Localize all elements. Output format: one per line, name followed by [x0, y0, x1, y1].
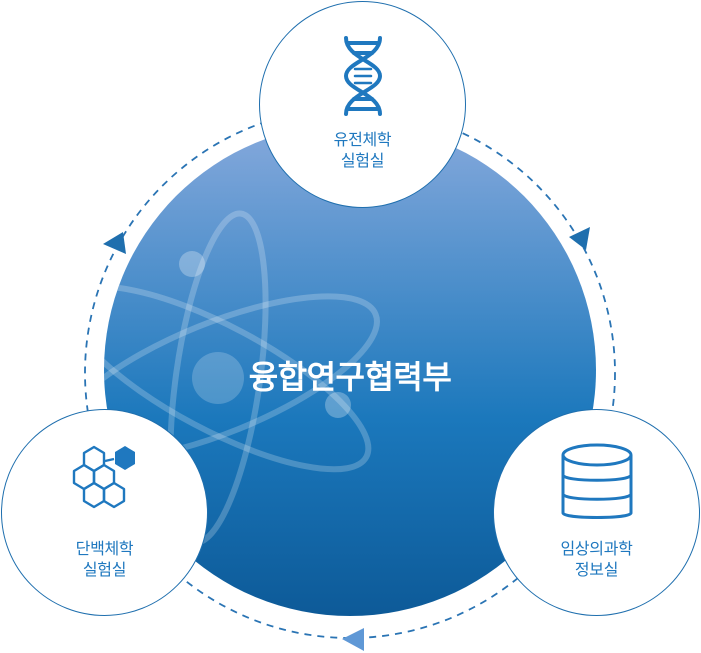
hexagon-molecule-icon	[72, 445, 135, 509]
arrow-bottom-icon	[342, 628, 364, 651]
genetics-lab-label: 유전체학 실험실	[333, 130, 392, 170]
proteomics-lab-label: 단백체학 실험실	[75, 539, 134, 579]
database-icon	[561, 443, 632, 519]
clinical-informatics-label: 임상의과학 정보실	[560, 539, 633, 579]
arrow-left-icon	[103, 232, 126, 254]
arrow-right-icon	[569, 227, 590, 250]
center-circle	[104, 124, 596, 616]
node-clinical-informatics[interactable]: 임상의과학 정보실	[493, 409, 700, 616]
node-proteomics-lab[interactable]: 단백체학 실험실	[1, 409, 208, 616]
center-title: 융합연구협력부	[248, 358, 452, 396]
dna-icon	[343, 36, 382, 116]
node-genetics-lab[interactable]: 유전체학 실험실	[259, 1, 466, 208]
